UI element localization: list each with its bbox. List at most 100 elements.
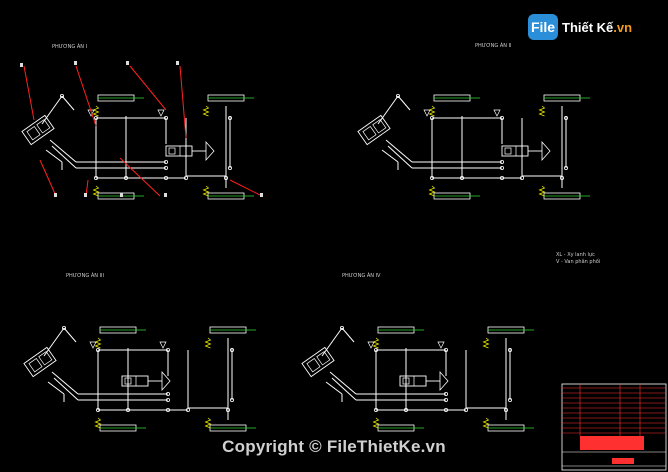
joint	[507, 348, 512, 353]
wire	[397, 95, 411, 111]
hydraulic-cylinder	[165, 140, 215, 162]
spring-rr	[204, 417, 212, 429]
joint	[443, 398, 448, 403]
schematic-1	[21, 94, 254, 200]
joint	[223, 176, 228, 181]
diagram-title-4: PHƯƠNG ÁN IV	[342, 273, 381, 279]
spring-rl	[92, 185, 100, 197]
wheel-rear-left	[433, 192, 480, 200]
joint	[374, 348, 379, 353]
joint	[374, 408, 379, 413]
spring-fr	[538, 105, 546, 117]
ball-joint-icon	[367, 341, 375, 349]
leader-line	[119, 157, 161, 197]
gearbox-outline	[23, 346, 57, 378]
leader-line	[179, 65, 187, 139]
cylinder-body	[501, 145, 529, 157]
wheel-front-right	[209, 326, 256, 334]
joint	[499, 160, 504, 165]
gearbox-inner	[28, 357, 43, 373]
joint	[96, 348, 101, 353]
joint	[227, 116, 232, 121]
joint	[94, 176, 99, 181]
spring-rr	[202, 185, 210, 197]
wire	[61, 95, 75, 111]
wire	[41, 95, 63, 125]
steering-wheel-pivot	[60, 94, 65, 99]
ball-joint-icon	[157, 109, 165, 117]
joint	[430, 176, 435, 181]
leader-tag	[54, 193, 57, 197]
wheel-rear-right	[543, 192, 590, 200]
joint	[460, 176, 465, 181]
joint	[507, 398, 512, 403]
title-block-frame	[561, 383, 667, 471]
joint	[563, 116, 568, 121]
leader-line	[129, 65, 167, 111]
spring-rr	[538, 185, 546, 197]
legend-line-1: XL - Xy lanh lực	[556, 252, 595, 258]
joint	[94, 116, 99, 121]
hydraulic-cylinder	[399, 370, 449, 392]
wheel-rear-right	[207, 192, 254, 200]
gearbox-inner	[38, 351, 53, 366]
valve-icon	[161, 370, 171, 392]
joint	[229, 398, 234, 403]
joint	[165, 398, 170, 403]
spring-rl	[372, 417, 380, 429]
joint	[499, 116, 504, 121]
cylinder-port	[504, 147, 512, 155]
spring-fl	[92, 105, 100, 117]
wire	[43, 327, 65, 357]
hydraulic-cylinder	[121, 370, 171, 392]
watermark-copyright: Copyright © FileThietKe.vn	[222, 437, 446, 456]
joint	[165, 348, 170, 353]
leader-tag	[120, 193, 123, 197]
watermark-logo-icon: File	[528, 14, 558, 40]
wheel-front-left	[433, 94, 480, 102]
cylinder-body	[165, 145, 193, 157]
gearbox-outline	[21, 114, 55, 146]
joint	[519, 176, 524, 181]
joint	[165, 408, 170, 413]
joint	[185, 408, 190, 413]
wheel-front-right	[207, 94, 254, 102]
joint	[183, 176, 188, 181]
watermark-logo-name: Thiết Kế	[562, 20, 614, 35]
joint	[499, 166, 504, 171]
wheel-front-left	[377, 326, 424, 334]
steering-wheel-pivot	[396, 94, 401, 99]
steering-wheel-pivot	[62, 326, 67, 331]
ball-joint-icon	[159, 341, 167, 349]
wire	[325, 381, 343, 395]
diagram-title-3: PHƯƠNG ÁN III	[66, 273, 105, 279]
gearbox-inner	[26, 125, 41, 141]
cylinder-body	[121, 375, 149, 387]
title-block	[561, 383, 667, 471]
wire	[329, 371, 357, 395]
hydraulic-cylinder	[501, 140, 551, 162]
wire	[385, 139, 413, 163]
wire	[377, 95, 399, 125]
steering-gearbox	[357, 114, 391, 146]
wire	[51, 371, 79, 395]
wire	[51, 145, 77, 169]
joint	[163, 176, 168, 181]
spring-rl	[428, 185, 436, 197]
joint	[163, 160, 168, 165]
valve-icon	[541, 140, 551, 162]
wire	[53, 377, 79, 401]
joint	[404, 408, 409, 413]
joint	[443, 392, 448, 397]
joint	[126, 408, 131, 413]
gearbox-inner	[36, 119, 51, 134]
spring-fl	[94, 337, 102, 349]
joint	[165, 392, 170, 397]
wire	[63, 327, 77, 343]
joint	[563, 166, 568, 171]
wire	[45, 149, 63, 163]
diagram-title-1: PHƯƠNG ÁN I	[52, 44, 88, 50]
spring-fl	[372, 337, 380, 349]
gearbox-outline	[357, 114, 391, 146]
